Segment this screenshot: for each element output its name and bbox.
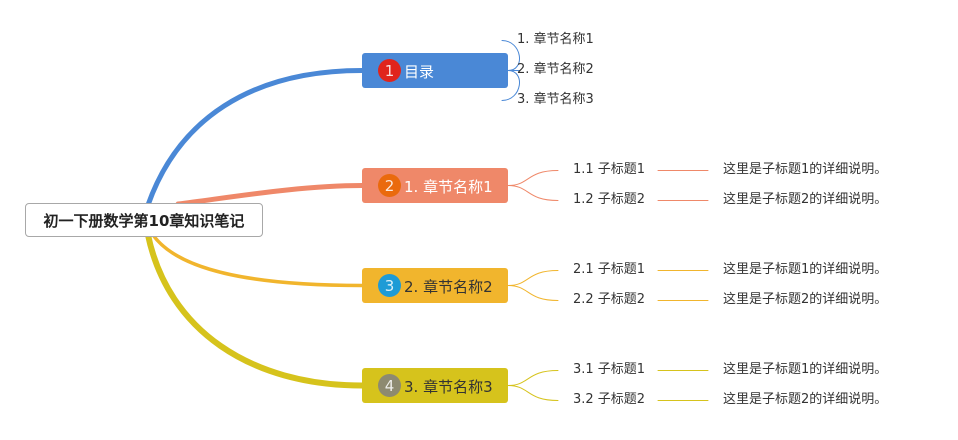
subtopic-label[interactable]: 1. 章节名称1 <box>517 31 594 47</box>
root-label: 初一下册数学第10章知识笔记 <box>43 211 245 230</box>
branch-connector <box>145 232 365 389</box>
topic-label: 3. 章节名称3 <box>404 378 493 396</box>
number-badge-icon: 3 <box>378 274 401 297</box>
note-text: 这里是子标题1的详细说明。 <box>723 161 888 177</box>
subtopic-label[interactable]: 2.2 子标题2 <box>573 291 646 307</box>
subtopic-label[interactable]: 1.1 子标题1 <box>573 161 646 177</box>
child-connector <box>507 170 559 186</box>
topic-label: 目录 <box>404 63 435 81</box>
child-connector <box>507 385 559 401</box>
topic-label: 1. 章节名称1 <box>404 178 493 196</box>
number-badge-icon: 1 <box>378 59 401 82</box>
branch-connector <box>145 68 365 208</box>
note-text: 这里是子标题2的详细说明。 <box>723 391 888 407</box>
branch-connector <box>151 233 364 288</box>
subtopic-label[interactable]: 3.1 子标题1 <box>573 361 646 377</box>
child-connector <box>507 285 559 301</box>
branch-connector <box>175 183 365 207</box>
subtopic-label[interactable]: 2. 章节名称2 <box>517 61 594 77</box>
child-connector <box>507 370 559 386</box>
note-text: 这里是子标题2的详细说明。 <box>723 291 888 307</box>
subtopic-label[interactable]: 1.2 子标题2 <box>573 191 646 207</box>
child-connector <box>507 185 559 201</box>
child-connector <box>501 70 520 101</box>
number-badge-icon: 4 <box>378 374 401 397</box>
subtopic-label[interactable]: 3.2 子标题2 <box>573 391 646 407</box>
subtopic-label[interactable]: 3. 章节名称3 <box>517 91 594 107</box>
child-connector <box>507 270 559 286</box>
note-text: 这里是子标题2的详细说明。 <box>723 191 888 207</box>
topic-label: 2. 章节名称2 <box>404 278 493 296</box>
note-text: 这里是子标题1的详细说明。 <box>723 261 888 277</box>
subtopic-label[interactable]: 2.1 子标题1 <box>573 261 646 277</box>
child-connector <box>501 40 520 71</box>
note-text: 这里是子标题1的详细说明。 <box>723 361 888 377</box>
root-node[interactable]: 初一下册数学第10章知识笔记 <box>25 203 263 237</box>
number-badge-icon: 2 <box>378 174 401 197</box>
